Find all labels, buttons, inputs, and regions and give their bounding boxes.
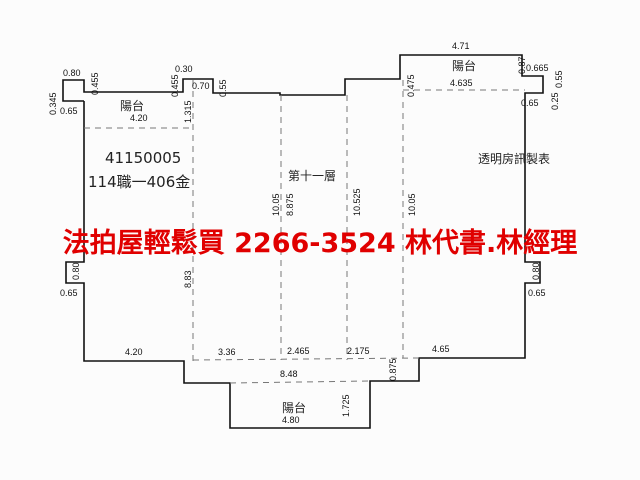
maker-label: 透明房訊製表 [478, 151, 550, 166]
dimension-label: 8.875 [285, 193, 295, 216]
dimension-label: 0.55 [554, 70, 564, 88]
dimension-label: 0.665 [526, 63, 549, 73]
dimension-label: 0.65 [521, 98, 539, 108]
dimension-label: 4.635 [450, 78, 473, 88]
dimension-label: 4.71 [452, 41, 470, 51]
balcony-label-bottom: 陽台 [282, 400, 306, 415]
dimension-label: 0.30 [175, 64, 193, 74]
dimension-label: 0.80 [531, 262, 541, 280]
dimension-label: 2.175 [347, 346, 370, 356]
dimension-label: 0.87 [517, 56, 527, 74]
dimension-label: 0.345 [48, 92, 58, 115]
dimension-label: 10.05 [271, 193, 281, 216]
dimension-label: 0.475 [406, 74, 416, 97]
dimension-label: 1.315 [183, 100, 193, 123]
dimension-label: 4.65 [432, 344, 450, 354]
dimension-label: 8.48 [280, 369, 298, 379]
dimension-label: 3.36 [218, 347, 236, 357]
dimension-label: 4.80 [282, 415, 300, 425]
dimension-label: 0.875 [388, 358, 398, 381]
dimension-label: 10.05 [407, 193, 417, 216]
case-number: 41150005 [105, 149, 181, 167]
dimension-label: 8.83 [183, 270, 193, 288]
dimension-label: 0.455 [170, 74, 180, 97]
dimension-label: 0.70 [192, 81, 210, 91]
dimension-label: 0.25 [550, 92, 560, 110]
case-code: 114職一406金 [88, 173, 190, 191]
dimension-label: 0.55 [218, 79, 228, 97]
dimension-label: 2.465 [287, 346, 310, 356]
dimension-label: 0.455 [90, 72, 100, 95]
outer-wall [62, 54, 544, 429]
dimension-labels: 0.80 0.455 0.345 0.65 4.20 0.30 0.455 0.… [48, 41, 564, 425]
balcony-label-left: 陽台 [120, 98, 144, 113]
dimension-label: 10.525 [352, 188, 362, 216]
dimension-label: 0.65 [528, 288, 546, 298]
dimension-label: 4.20 [125, 347, 143, 357]
balcony-label-right: 陽台 [452, 58, 476, 73]
dimension-label: 0.65 [60, 106, 78, 116]
advertisement-banner: 法拍屋輕鬆買 2266-3524 林代書.林經理 [62, 228, 578, 259]
dimension-label: 1.725 [341, 394, 351, 417]
floor-label: 第十一層 [288, 169, 336, 183]
interior-dashed-lines [84, 80, 525, 384]
dimension-label: 0.80 [71, 262, 81, 280]
dimension-label: 0.65 [60, 288, 78, 298]
dimension-label: 0.80 [63, 68, 81, 78]
dimension-label: 4.20 [130, 113, 148, 123]
